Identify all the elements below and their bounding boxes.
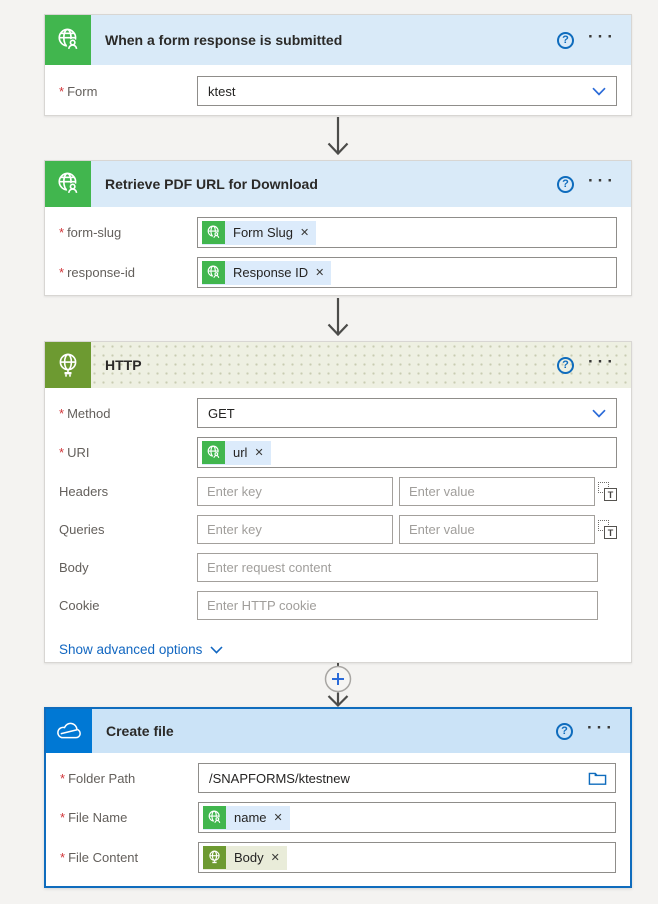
file-name-input[interactable]: name ✕: [198, 802, 616, 833]
create-file-card-header[interactable]: Create file ? ···: [46, 709, 630, 753]
snapforms-connector-icon: [45, 15, 91, 65]
response-id-token[interactable]: Response ID ✕: [202, 260, 332, 285]
snapforms-token-icon: [202, 441, 225, 464]
file-name-token[interactable]: name ✕: [203, 805, 290, 830]
trigger-card: When a form response is submitted ? ··· …: [44, 14, 632, 116]
trigger-card-header[interactable]: When a form response is submitted ? ···: [45, 15, 631, 65]
queries-key-input[interactable]: [197, 515, 393, 544]
cookie-input[interactable]: [197, 591, 598, 620]
help-icon[interactable]: ?: [556, 722, 574, 740]
method-dropdown[interactable]: GET: [197, 398, 617, 428]
menu-ellipsis-icon[interactable]: ···: [587, 718, 616, 737]
chevron-down-icon: [210, 645, 223, 654]
body-label: Body: [59, 560, 89, 575]
token-remove-icon[interactable]: ✕: [299, 227, 310, 239]
menu-ellipsis-icon[interactable]: ···: [588, 171, 617, 190]
file-content-token[interactable]: Body ✕: [203, 845, 287, 870]
body-input[interactable]: [197, 553, 598, 582]
uri-label: *URI: [59, 445, 90, 460]
flow-connector-arrow[interactable]: [325, 117, 351, 164]
retrieve-card-title: Retrieve PDF URL for Download: [105, 176, 318, 192]
file-name-label: *File Name: [60, 810, 128, 825]
uri-token[interactable]: url ✕: [202, 440, 271, 465]
create-file-card-title: Create file: [106, 723, 174, 739]
token-remove-icon[interactable]: ✕: [273, 812, 283, 824]
headers-text-mode-icon[interactable]: T: [598, 482, 617, 501]
http-card-header[interactable]: HTTP ? ···: [45, 342, 631, 388]
form-dropdown[interactable]: ktest: [197, 76, 617, 106]
chevron-down-icon: [592, 409, 606, 418]
queries-value-input[interactable]: [399, 515, 595, 544]
trigger-card-title: When a form response is submitted: [105, 32, 343, 48]
folder-path-input[interactable]: /SNAPFORMS/ktestnew: [198, 763, 616, 793]
retrieve-card-header[interactable]: Retrieve PDF URL for Download ? ···: [45, 161, 631, 207]
http-token-icon: [203, 846, 226, 869]
snapforms-token-icon: [203, 806, 226, 829]
http-card: HTTP ? ··· *Method GET *URI: [44, 341, 632, 663]
http-connector-icon: [45, 342, 91, 388]
snapforms-token-icon: [202, 261, 225, 284]
queries-text-mode-icon[interactable]: T: [598, 520, 617, 539]
retrieve-pdf-card: Retrieve PDF URL for Download ? ··· *for…: [44, 160, 632, 296]
menu-ellipsis-icon[interactable]: ···: [588, 27, 617, 46]
snapforms-token-icon: [202, 221, 225, 244]
help-icon[interactable]: ?: [557, 175, 575, 193]
form-slug-token[interactable]: Form Slug ✕: [202, 220, 317, 245]
folder-path-label: *Folder Path: [60, 770, 136, 786]
help-icon[interactable]: ?: [557, 31, 575, 49]
queries-label: Queries: [59, 522, 105, 537]
snapforms-connector-icon: [45, 161, 91, 207]
create-file-card: Create file ? ··· *Folder Path /SNAPFORM…: [44, 707, 632, 888]
file-content-input[interactable]: Body ✕: [198, 842, 616, 873]
form-slug-label: *form-slug: [59, 225, 122, 240]
form-slug-input[interactable]: Form Slug ✕: [197, 217, 617, 248]
token-remove-icon[interactable]: ✕: [270, 852, 280, 864]
token-remove-icon[interactable]: ✕: [315, 267, 325, 279]
insert-step-button[interactable]: [322, 663, 354, 713]
method-label: *Method: [59, 405, 111, 421]
uri-input[interactable]: url ✕: [197, 437, 617, 468]
response-id-label: *response-id: [59, 265, 135, 280]
headers-key-input[interactable]: [197, 477, 393, 506]
headers-label: Headers: [59, 484, 109, 499]
headers-value-input[interactable]: [399, 477, 595, 506]
token-remove-icon[interactable]: ✕: [254, 447, 264, 459]
form-field-label: *Form: [59, 83, 98, 99]
flow-connector-arrow[interactable]: [325, 298, 351, 345]
file-content-label: *File Content: [60, 850, 139, 865]
show-advanced-options-link[interactable]: Show advanced options: [59, 642, 223, 657]
chevron-down-icon: [592, 87, 606, 96]
http-card-title: HTTP: [105, 357, 142, 373]
folder-picker-icon[interactable]: [588, 770, 607, 786]
menu-ellipsis-icon[interactable]: ···: [588, 352, 617, 371]
response-id-input[interactable]: Response ID ✕: [197, 257, 617, 288]
help-icon[interactable]: ?: [557, 356, 575, 374]
cookie-label: Cookie: [59, 598, 100, 613]
onedrive-connector-icon: [46, 709, 92, 753]
